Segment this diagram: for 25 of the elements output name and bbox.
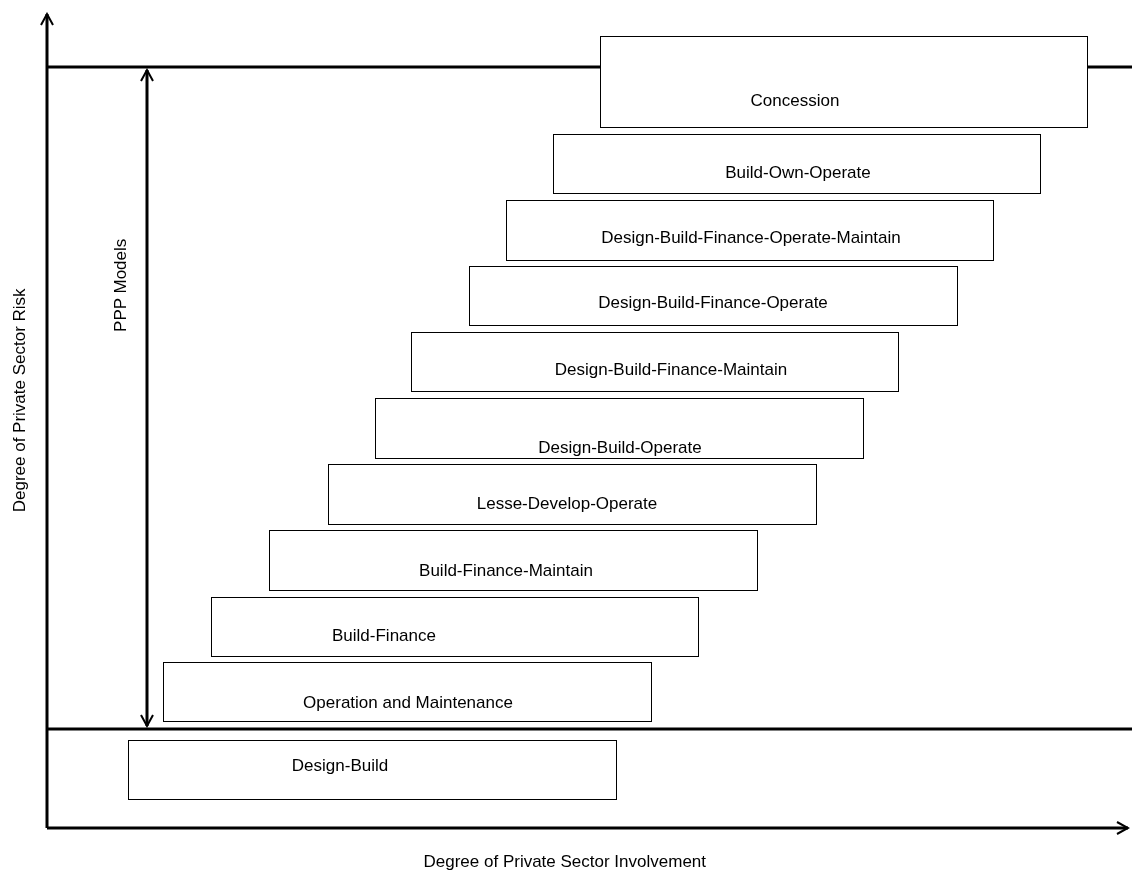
model-box [328,464,817,525]
model-box [269,530,758,591]
model-name: Build-Finance-Maintain [419,561,593,581]
model-name: Build-Finance [332,626,436,646]
model-name: Design-Build-Operate [538,438,702,458]
model-box [128,740,617,800]
model-name: Concession [750,91,840,111]
model-box [211,597,699,657]
model-name: Lesse-Develop-Operate [476,494,658,514]
model-name: Operation and Maintenance [303,693,513,713]
dimension-label: PPP Models [111,238,131,332]
axis-title: Degree of Private Sector Involvement [423,852,707,872]
model-name: Build-Own-Operate [725,163,871,183]
model-box [163,662,652,722]
model-box [553,134,1041,194]
model-name: Design-Build [291,756,389,776]
model-name: Design-Build-Finance-Operate [598,293,828,313]
model-box [469,266,958,326]
model-box [411,332,899,392]
axis-title: Degree of Private Sector Risk [10,287,30,512]
model-name: Design-Build-Finance-Maintain [554,360,788,380]
model-name: Design-Build-Finance-Operate-Maintain [601,228,901,248]
model-box [600,36,1088,128]
model-box [506,200,994,261]
model-box [375,398,864,459]
